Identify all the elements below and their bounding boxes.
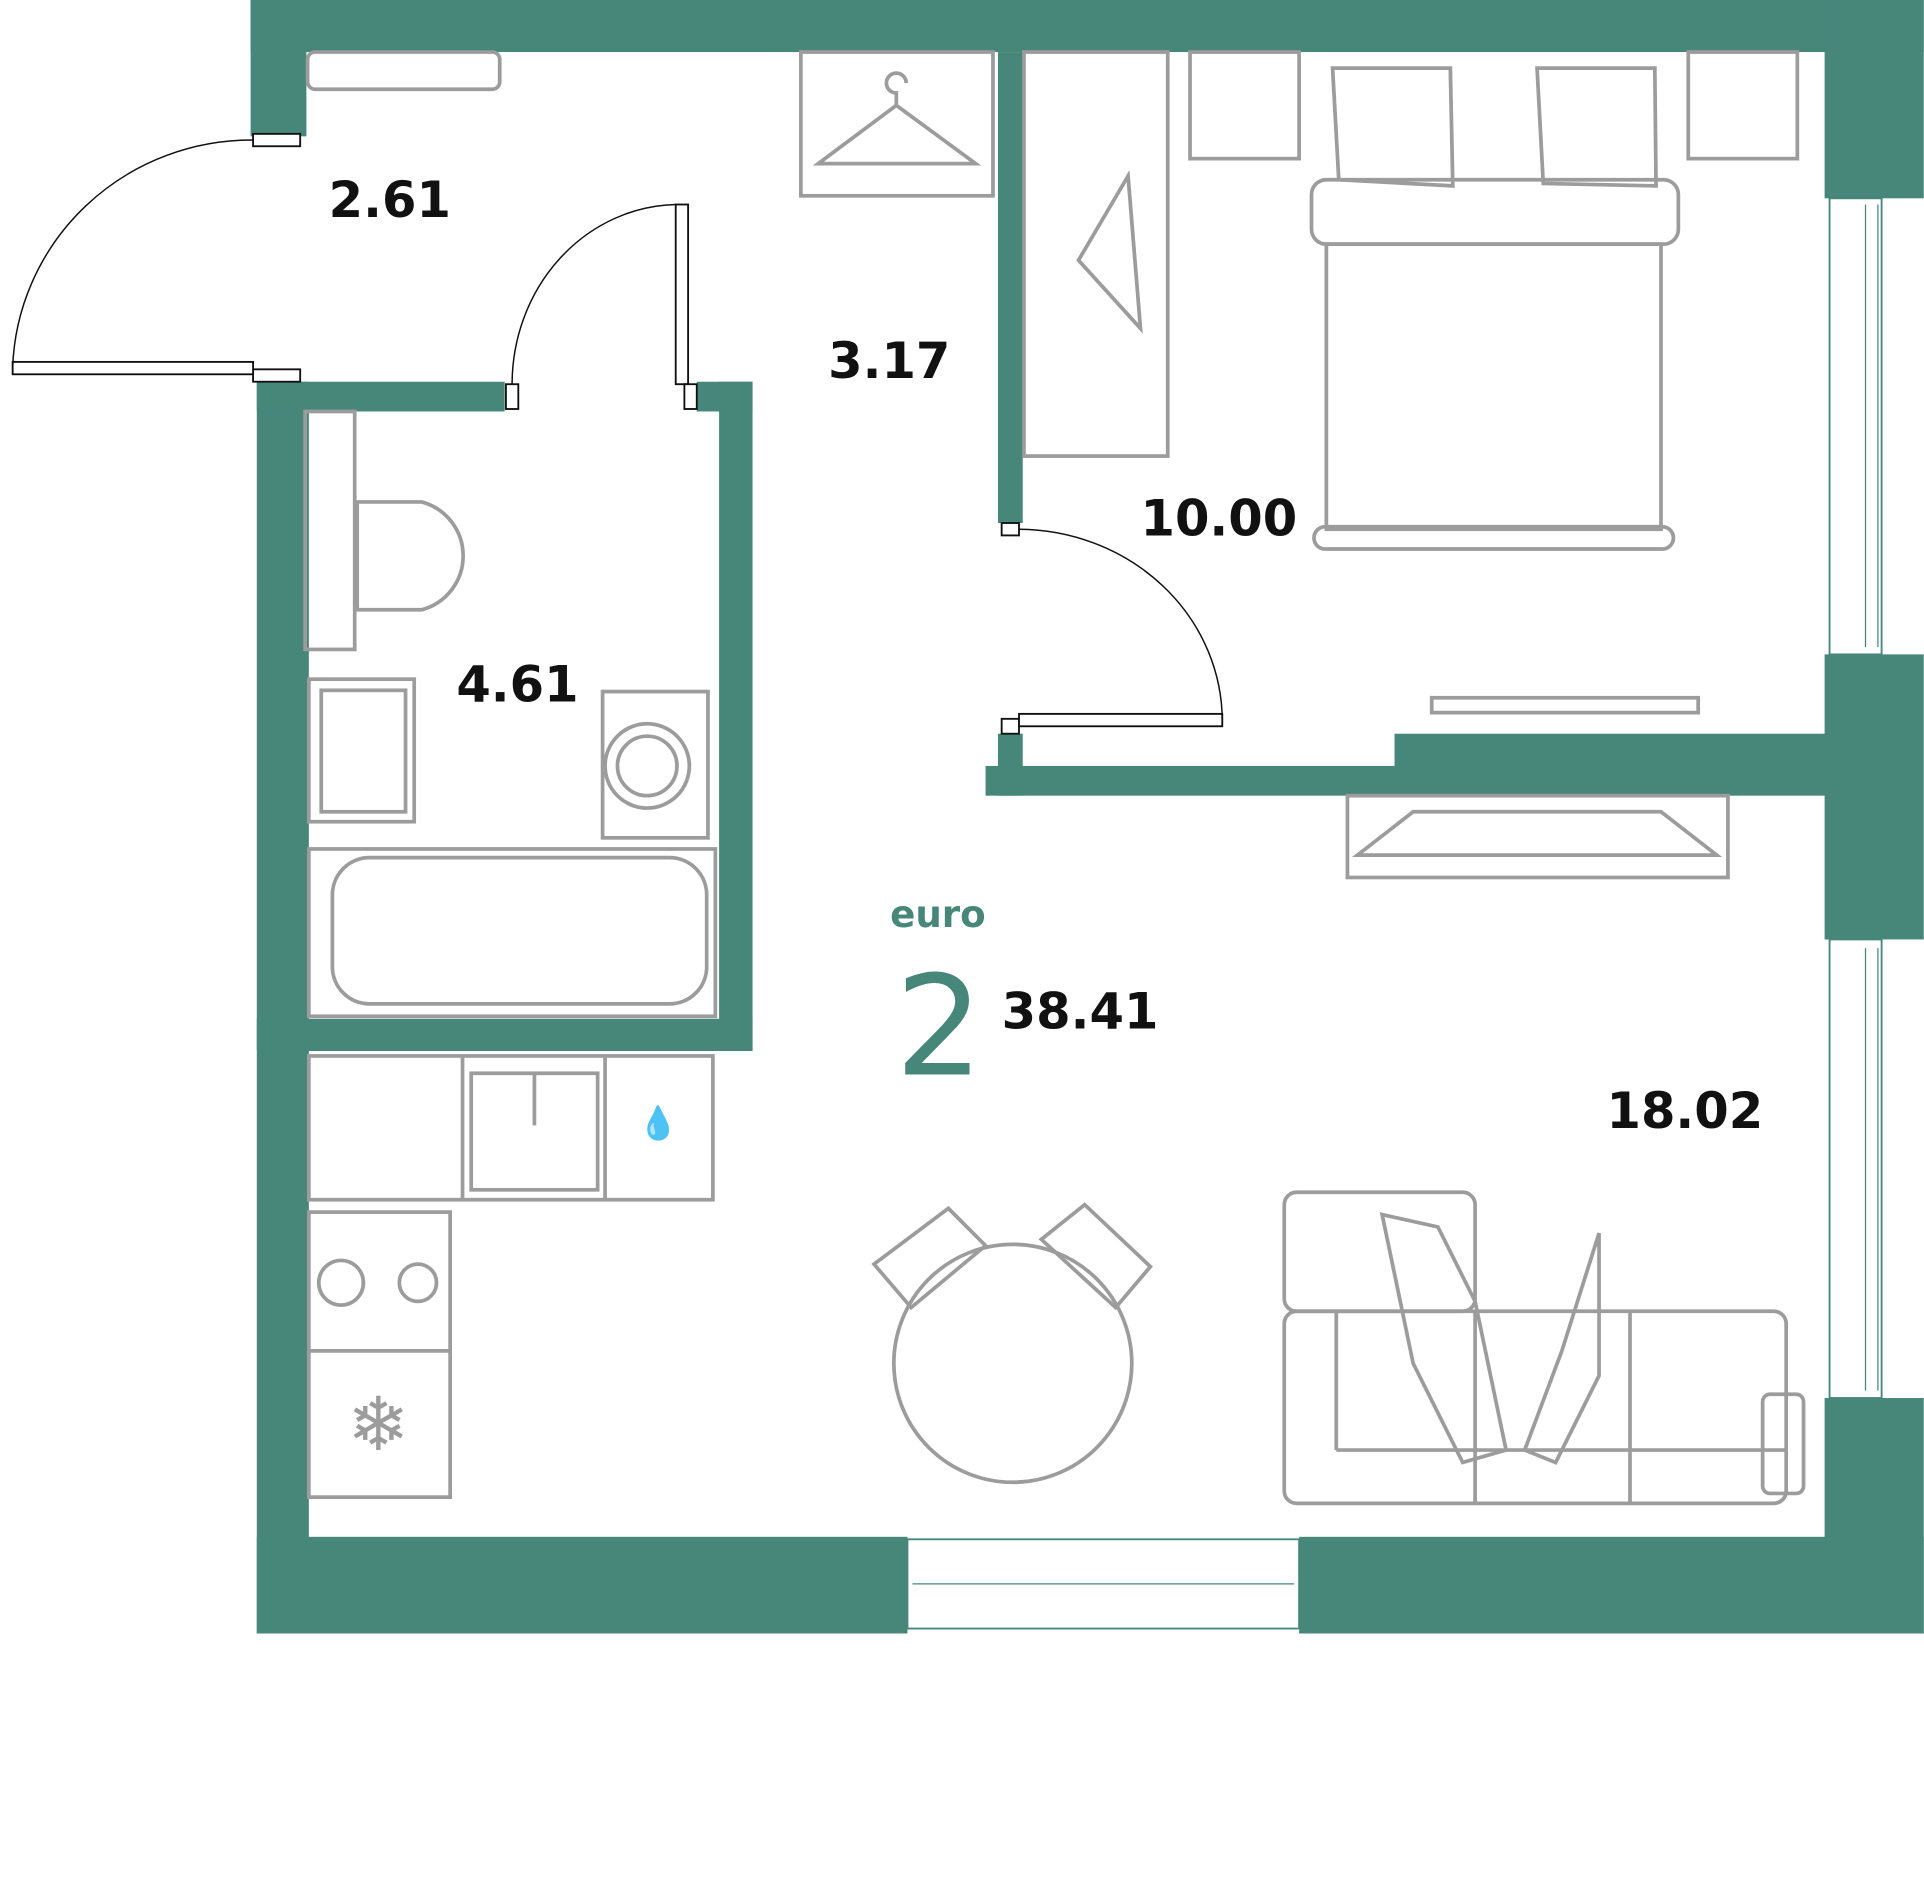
furniture: ❄ 💧 [303, 50, 1806, 1506]
apartment-type-label: euro [890, 892, 986, 936]
room-area-entrance: 2.61 [329, 171, 451, 229]
room-area-living: 18.02 [1606, 1082, 1763, 1140]
windows [906, 197, 1883, 1630]
room-area-hall: 3.17 [828, 332, 950, 390]
room-area-bathroom: 4.61 [456, 655, 578, 713]
room-area-bedroom: 10.00 [1140, 489, 1297, 547]
water-drop-icon: 💧 [638, 1104, 678, 1142]
snowflake-icon: ❄ [347, 1381, 409, 1468]
doors [11, 132, 1224, 735]
rooms-count: 2 [895, 946, 983, 1108]
total-area: 38.41 [1002, 983, 1159, 1041]
walls [250, 0, 1924, 1634]
